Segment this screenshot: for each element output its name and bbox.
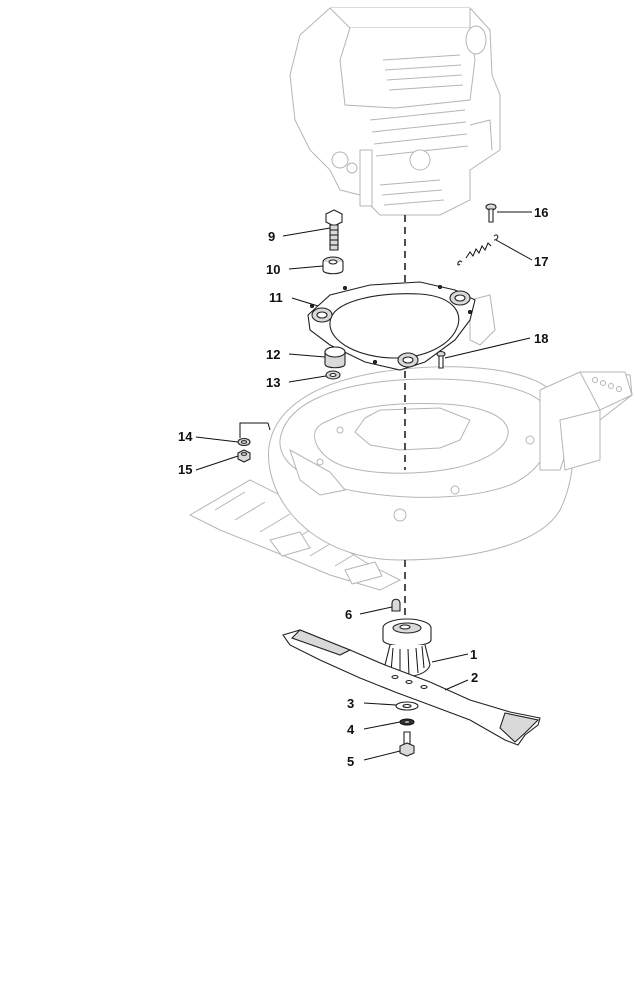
part-17-spring xyxy=(457,234,499,266)
part-10-spacer xyxy=(322,256,344,275)
mower-deck-context xyxy=(188,294,633,591)
part-14-washer xyxy=(237,437,251,447)
part-18-screw xyxy=(436,350,446,369)
part-16-screw xyxy=(485,203,497,223)
part-13-washer xyxy=(325,370,341,380)
callout-10: 10 xyxy=(266,262,280,277)
callout-9: 9 xyxy=(268,229,275,244)
callout-6: 6 xyxy=(345,607,352,622)
callout-labels: 1 2 3 4 5 6 9 10 11 12 13 14 15 16 17 18 xyxy=(178,205,548,769)
part-4-washer xyxy=(399,718,415,726)
callout-14: 14 xyxy=(178,429,193,444)
callout-13: 13 xyxy=(266,375,280,390)
part-12-bush xyxy=(324,346,346,369)
callout-3: 3 xyxy=(347,696,354,711)
callout-2: 2 xyxy=(471,670,478,685)
part-15-nut xyxy=(237,449,251,463)
callout-4: 4 xyxy=(347,722,355,737)
part-9-bolt xyxy=(325,209,343,251)
part-5-bolt xyxy=(399,731,415,757)
callout-5: 5 xyxy=(347,754,354,769)
callout-11: 11 xyxy=(269,290,283,305)
callout-15: 15 xyxy=(178,462,192,477)
engine-context xyxy=(289,7,501,216)
part-6-key xyxy=(391,598,401,612)
part-11-gasket-plate xyxy=(307,281,476,371)
part-2-blade xyxy=(282,629,541,746)
callout-18: 18 xyxy=(534,331,548,346)
leader-lines xyxy=(195,211,533,761)
callout-17: 17 xyxy=(534,254,548,269)
callout-1: 1 xyxy=(470,647,477,662)
part-3-washer xyxy=(395,701,419,711)
callout-16: 16 xyxy=(534,205,548,220)
callout-12: 12 xyxy=(266,347,280,362)
